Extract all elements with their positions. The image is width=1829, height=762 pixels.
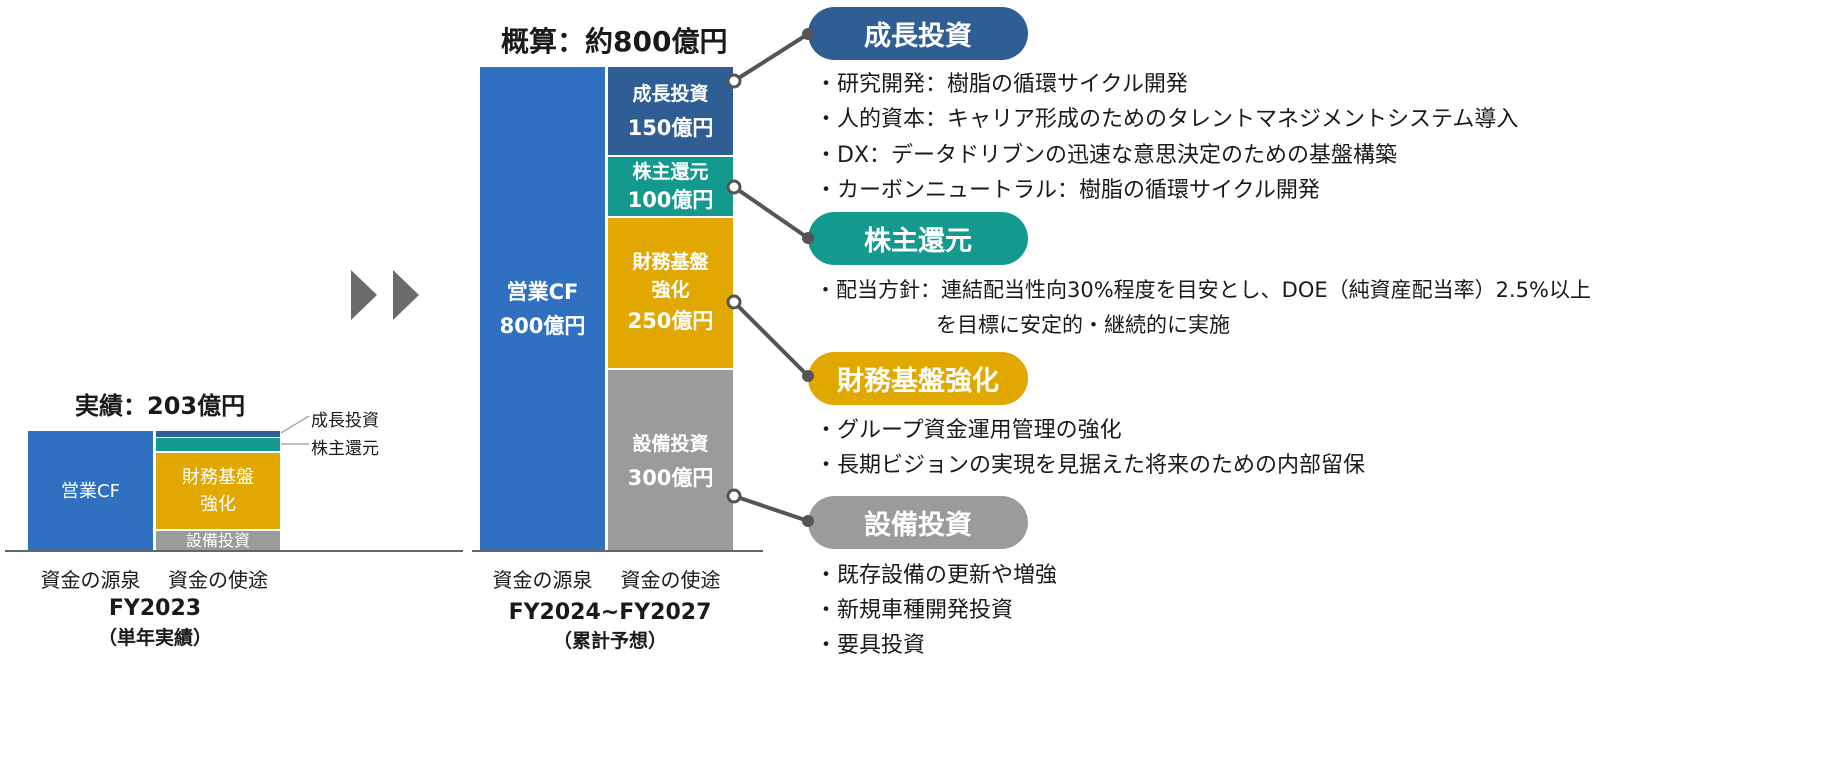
- growth-bullet-1: ・研究開発：樹脂の循環サイクル開発: [815, 72, 1188, 97]
- connector-shareholder: [726, 179, 814, 244]
- fy2027-period: FY2024~FY2027: [508, 600, 712, 625]
- growth-bullet-3: ・DX：データドリブンの迅速な意思決定のための基盤構築: [815, 143, 1398, 168]
- detail-title-shareholder: 株主還元: [808, 212, 1028, 265]
- connector-capex: [726, 488, 814, 527]
- fy2027-growth-bar: 成長投資 150億円: [608, 67, 733, 155]
- fy2027-financial-bar: 財務基盤 強化 250億円: [608, 218, 733, 368]
- fy2027-x-label-uses: 資金の使途: [620, 568, 721, 592]
- fy2023-growth-callout: 成長投資: [311, 411, 379, 431]
- shareholder-bullet-1: ・配当方針：連結配当性向30%程度を目安とし、DOE（純資産配当率）2.5%以上: [815, 278, 1591, 302]
- fy2027-growth-value: 150億円: [627, 116, 714, 140]
- fy2023-shareholder-bar: [156, 438, 280, 451]
- fy2027-financial-label-2: 強化: [651, 279, 690, 301]
- fy2023-x-label-source: 資金の源泉: [40, 568, 141, 592]
- fy2027-capex-value: 300億円: [627, 465, 714, 490]
- growth-bullet-2: ・人的資本：キャリア形成のためのタレントマネジメントシステム導入: [815, 107, 1519, 132]
- detail-title-financial: 財務基盤強化: [808, 352, 1028, 405]
- fy2023-growth-leader: [280, 415, 310, 434]
- fy2023-financial-label-1: 財務基盤: [182, 467, 254, 488]
- growth-bullet-4: ・カーボンニュートラル：樹脂の循環サイクル開発: [815, 178, 1320, 203]
- capex-bullet-3: ・要具投資: [815, 633, 926, 658]
- fy2027-financial-value: 250億円: [627, 309, 714, 333]
- connector-financial: [726, 294, 814, 382]
- fy2023-capex-bar: 設備投資: [156, 531, 280, 551]
- financial-bullet-1: ・グループ資金運用管理の強化: [815, 418, 1122, 443]
- fy2027-shareholder-value: 100億円: [627, 187, 714, 212]
- fy2027-shareholder-bar: 株主還元 100億円: [608, 157, 733, 216]
- detail-title-growth: 成長投資: [808, 7, 1028, 60]
- fy2027-shareholder-label: 株主還元: [632, 160, 709, 183]
- fy2027-financial-label-1: 財務基盤: [632, 251, 709, 273]
- financial-bullet-2: ・長期ビジョンの実現を見据えた将来のための内部留保: [815, 453, 1366, 478]
- fy2023-growth-bar: [156, 431, 280, 437]
- fy2027-total-label: 概算：約800億円: [501, 25, 728, 58]
- fy2023-total-label: 実績：203億円: [75, 392, 246, 420]
- fy2023-period: FY2023: [108, 596, 202, 621]
- fy2023-capex-label: 設備投資: [185, 531, 250, 550]
- fy2027-capex-label: 設備投資: [632, 432, 709, 455]
- fy2023-source-bar: 営業CF: [28, 431, 153, 551]
- fy2027-source-value: 800億円: [499, 314, 586, 338]
- fy2027-source-bar: 営業CF 800億円: [480, 67, 605, 551]
- fy2027-source-label: 営業CF: [506, 280, 579, 304]
- fy2027-capex-bar: 設備投資 300億円: [608, 370, 733, 551]
- fy2027-period-note: （累計予想）: [552, 630, 667, 652]
- fy2023-source-label: 営業CF: [61, 480, 120, 502]
- capex-bullet-2: ・新規車種開発投資: [815, 598, 1014, 623]
- detail-title-capex: 設備投資: [808, 496, 1028, 549]
- fy2027-x-label-source: 資金の源泉: [492, 568, 593, 592]
- connector-growth: [726, 28, 814, 89]
- fy2023-x-label-uses: 資金の使途: [168, 568, 268, 592]
- capex-bullet-1: ・既存設備の更新や増強: [815, 563, 1058, 588]
- fy2027-growth-label: 成長投資: [632, 83, 709, 105]
- arrow-icon-1: [351, 270, 377, 320]
- fy2023-period-note: （単年実績）: [97, 627, 212, 649]
- shareholder-bullet-2: を目標に安定的・継続的に実施: [936, 313, 1230, 337]
- fy2023-financial-label-2: 強化: [200, 494, 236, 515]
- arrow-icon-2: [393, 270, 419, 320]
- fy2023-shareholder-callout: 株主還元: [311, 439, 379, 459]
- fy2023-financial-bar: 財務基盤 強化: [156, 453, 280, 529]
